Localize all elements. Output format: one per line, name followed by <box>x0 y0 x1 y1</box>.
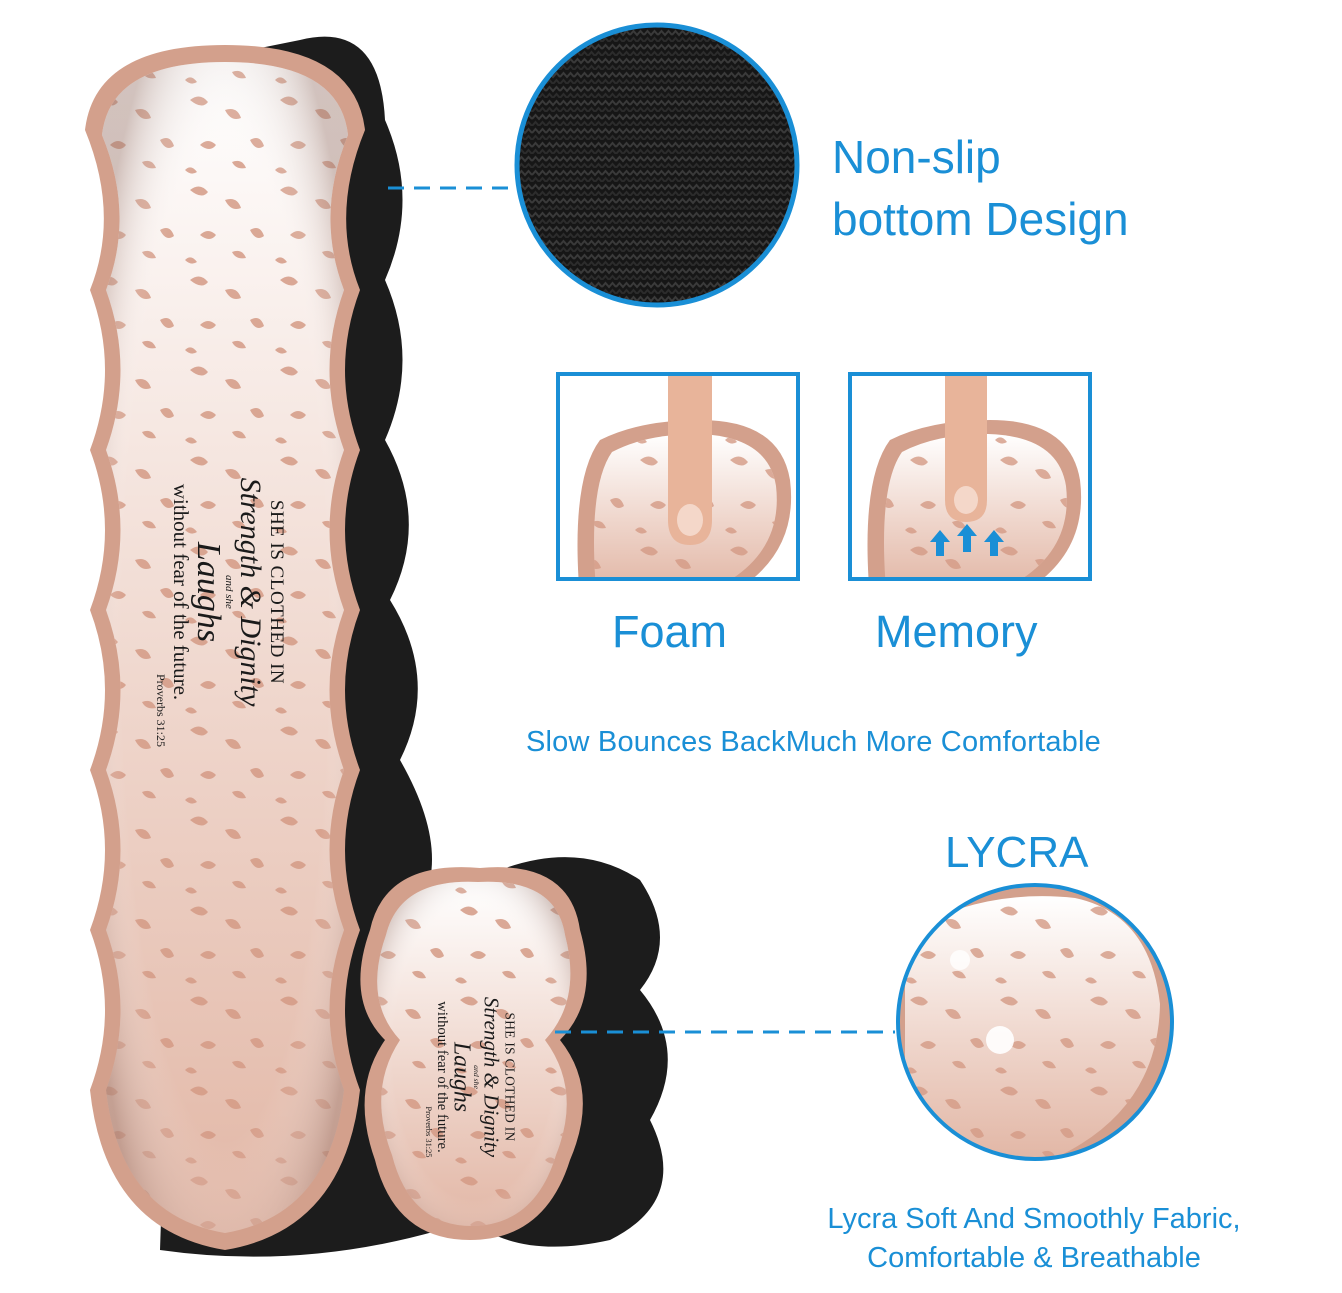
foam-box <box>558 374 798 579</box>
verse-line1: SHE IS CLOTHED IN <box>502 1012 517 1142</box>
verse-line5: without fear of the future. <box>434 1001 452 1153</box>
big-rest-verse: SHE IS CLOTHED IN Strength & Dignity and… <box>153 427 287 757</box>
verse-line2: Strength & Dignity <box>234 477 267 707</box>
lycra-desc-line2: Comfortable & Breathable <box>867 1242 1201 1274</box>
verse-line5: without fear of the future. <box>169 483 193 701</box>
nonslip-magnifier <box>517 25 797 305</box>
nonslip-line2: bottom Design <box>832 193 1129 245</box>
foam-label: Foam <box>612 606 728 657</box>
nonslip-caption: Non-slip bottom Design <box>832 126 1129 250</box>
small-rest-verse: SHE IS CLOTHED IN Strength & Dignity and… <box>423 990 517 1165</box>
verse-line6: Proverbs 31:25 <box>423 1106 434 1158</box>
lycra-magnifier <box>898 885 1172 1159</box>
verse-line6: Proverbs 31:25 <box>154 674 168 747</box>
slow-bounce-caption: Slow Bounces BackMuch More Comfortable <box>526 726 1101 758</box>
verse-line4: Laughs <box>190 541 227 643</box>
lycra-title: LYCRA <box>945 828 1089 877</box>
verse-line4: Laughs <box>449 1041 475 1113</box>
memory-label: Memory <box>875 606 1038 657</box>
lycra-desc-line1: Lycra Soft And Smoothly Fabric, <box>827 1203 1241 1235</box>
up-arrow-icon <box>930 524 1004 556</box>
finger-press-icon <box>668 374 712 545</box>
nonslip-line1: Non-slip <box>832 131 1001 183</box>
verse-line2: Strength & Dignity <box>479 996 503 1158</box>
memory-box <box>850 374 1090 579</box>
lycra-description: Lycra Soft And Smoothly Fabric, Comforta… <box>760 1200 1308 1278</box>
verse-line1: SHE IS CLOTHED IN <box>266 499 287 685</box>
